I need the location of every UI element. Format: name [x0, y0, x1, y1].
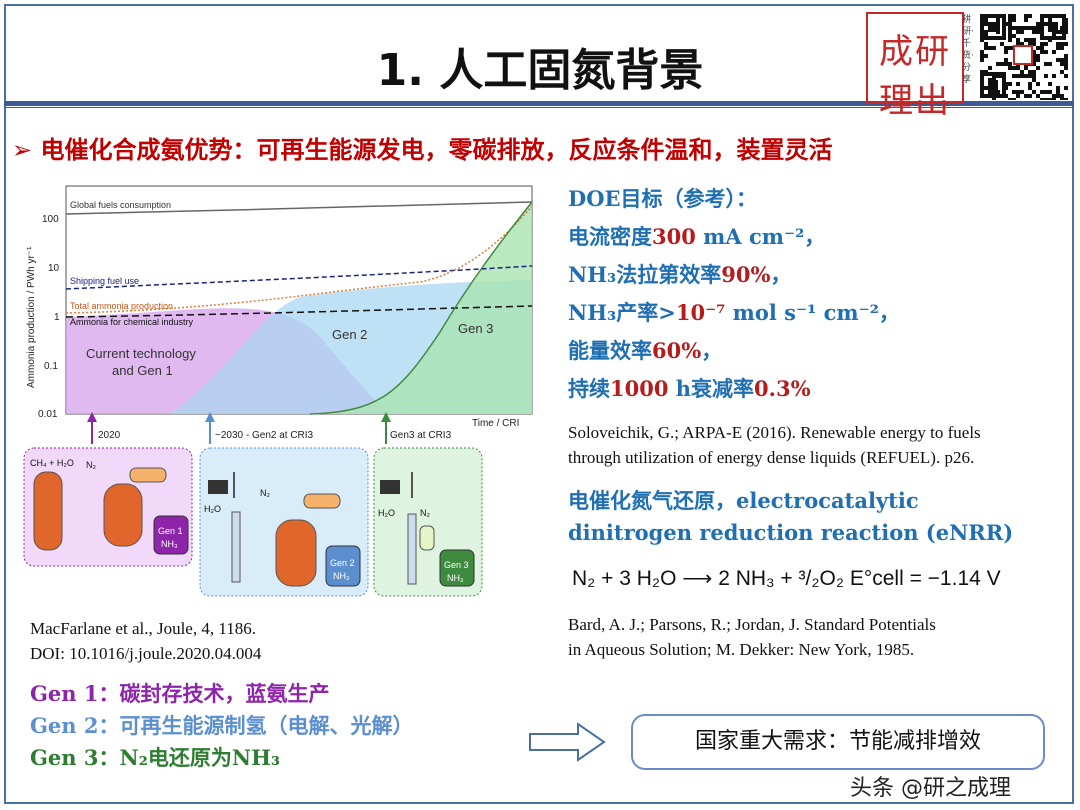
schem-h2o-gen3: H₂O: [378, 508, 395, 518]
label-total-ammonia: Total ammonia production: [70, 301, 173, 311]
tank-gen1: Gen 1: [158, 526, 183, 536]
region-label-gen1-line2: and Gen 1: [112, 363, 173, 378]
ref3-line1: Bard, A. J.; Parsons, R.; Jordan, J. Sta…: [568, 615, 936, 634]
doe-durability: 持续1000 h衰减率0.3%: [568, 376, 811, 401]
ref1-line1: MacFarlane et al., Joule, 4, 1186.: [30, 619, 256, 638]
x-axis-label: Time / CRI: [472, 418, 519, 429]
right-arrow-icon: [529, 722, 606, 762]
ref3-line2: in Aqueous Solution; M. Dekker: New York…: [568, 640, 915, 659]
global-fuels-curve: [65, 201, 533, 215]
tank-gen3-nh3: NH₃: [447, 573, 464, 583]
ytick-0.01: 0.01: [38, 409, 58, 420]
schem-n2-gen1: N₂: [86, 460, 96, 470]
doe-faradaic: NH₃法拉第效率90%，: [568, 262, 792, 287]
enrr-heading: 电催化氮气还原，electrocatalytic dinitrogen redu…: [568, 485, 1013, 549]
ytick-10: 10: [48, 263, 60, 274]
national-demand-box: 国家重大需求：节能减排增效: [631, 714, 1045, 770]
ytick-0.1: 0.1: [44, 361, 58, 372]
gen3-region: [310, 202, 532, 414]
bullet-arrow-icon: ➢: [12, 136, 33, 164]
region-label-gen2: Gen 2: [332, 327, 367, 342]
enrr-line2: dinitrogen reduction reaction (eNRR): [568, 520, 1014, 545]
qr-code-icon: [978, 12, 1068, 100]
chemical-ammonia-curve: [65, 305, 533, 318]
y-axis-label: Ammonia production / PWh yr⁻¹: [26, 246, 37, 388]
marker-gen3: Gen3 at CRI3: [390, 430, 452, 441]
doe-heading: DOE目标（参考）：: [568, 186, 758, 211]
gen3-description: Gen 3：N₂电还原为NH₃: [30, 745, 281, 770]
gen1-description: Gen 1：碳封存技术，蓝氨生产: [30, 681, 330, 706]
logo-seal-text: 成研理出: [879, 32, 951, 121]
watermark: 头条 @研之成理: [850, 776, 1011, 801]
logo-side-text: 耕研·千货·分享: [962, 15, 974, 85]
ammonia-figure: 100 10 1 0.1 0.01 Time / CRI Ammonia pro…: [23, 185, 533, 597]
ref1-line2: DOI: 10.1016/j.joule.2020.04.004: [30, 644, 262, 663]
label-chemical: Ammonia for chemical industry: [70, 317, 194, 327]
subtitle-text: 电催化合成氨优势：可再生能源发电，零碳排放，反应条件温和，装置灵活: [40, 136, 833, 164]
region-label-gen1-line1: Current technology: [86, 346, 196, 361]
doe-rate: NH₃产率>10⁻⁷ mol s⁻¹ cm⁻²，: [568, 300, 900, 325]
schem-ch4: CH₄ + H₂O: [30, 458, 74, 468]
brand-logo: 成研理出: [866, 12, 964, 121]
reference-bard: Bard, A. J.; Parsons, R.; Jordan, J. Sta…: [568, 612, 936, 662]
label-global-fuels: Global fuels consumption: [70, 200, 171, 210]
reference-macfarlane: MacFarlane et al., Joule, 4, 1186. DOI: …: [30, 616, 261, 666]
tank-gen2-nh3: NH₃: [333, 571, 350, 581]
doe-current-density: 电流密度300 mA cm⁻²，: [568, 224, 826, 249]
enrr-line1: 电催化氮气还原，electrocatalytic: [568, 488, 919, 513]
doe-energy-eff: 能量效率60%，: [568, 338, 723, 363]
title-rule: [4, 101, 1074, 106]
schem-n2-gen2: N₂: [260, 488, 270, 498]
marker-2030: ~2030 - Gen2 at CRI3: [215, 430, 314, 441]
reaction-equation: N₂ + 3 H₂O ⟶ 2 NH₃ + ³/₂O₂ E°cell = −1.1…: [572, 567, 1001, 590]
ref2-line2: through utilization of energy dense liqu…: [568, 448, 975, 467]
marker-2020: 2020: [98, 430, 121, 441]
doe-targets: DOE目标（参考）： 电流密度300 mA cm⁻²， NH₃法拉第效率90%，…: [568, 180, 900, 408]
slide-frame: [4, 4, 1074, 804]
gen3-curve: [309, 201, 533, 415]
region-label-gen3: Gen 3: [458, 321, 493, 336]
ytick-100: 100: [42, 214, 59, 225]
subtitle: ➢ 电催化合成氨优势：可再生能源发电，零碳排放，反应条件温和，装置灵活: [12, 130, 832, 165]
ref2-line1: Soloveichik, G.; ARPA-E (2016). Renewabl…: [568, 423, 981, 442]
schem-n2-gen3: N₂: [420, 508, 430, 518]
tank-gen1-nh3: NH₃: [161, 539, 178, 549]
tank-gen3: Gen 3: [444, 560, 469, 570]
gen2-description: Gen 2：可再生能源制氢（电解、光解）: [30, 713, 414, 738]
title-rule-thin: [4, 107, 1074, 108]
reference-soloveichik: Soloveichik, G.; ARPA-E (2016). Renewabl…: [568, 420, 981, 470]
ytick-1: 1: [54, 312, 60, 323]
tank-gen2: Gen 2: [330, 558, 355, 568]
label-shipping: Shipping fuel use: [70, 276, 139, 286]
schem-h2o-gen2: H₂O: [204, 504, 221, 514]
slide-title: 1. 人工固氮背景: [376, 45, 704, 96]
shipping-fuel-curve: [65, 265, 533, 290]
